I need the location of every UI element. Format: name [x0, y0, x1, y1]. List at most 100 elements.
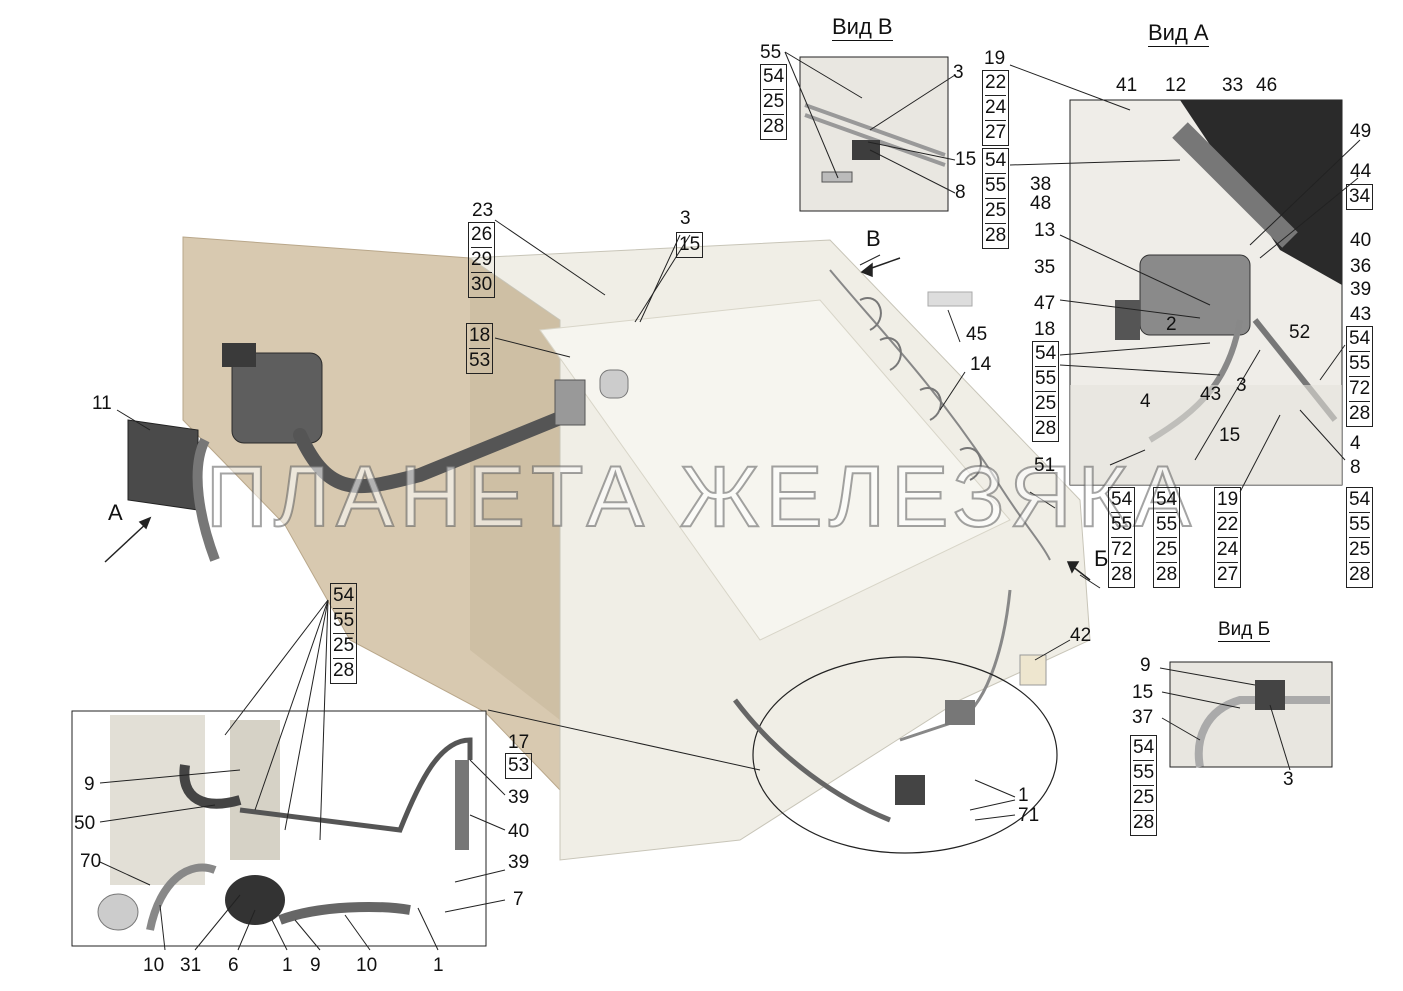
detail-tank	[110, 715, 205, 885]
label-39-detail: 39	[508, 787, 530, 808]
label-23: 23	[472, 200, 494, 221]
stack-item: 28	[985, 225, 1007, 246]
label-43: 43	[1350, 304, 1372, 325]
stack-vb-left: 54 25 28	[760, 64, 788, 140]
stack-item: 18	[469, 324, 491, 349]
stack-item: 72	[1111, 538, 1133, 563]
stack-item: 22	[1217, 513, 1239, 538]
label-37: 37	[1132, 707, 1154, 728]
label-9-bottom: 9	[310, 955, 321, 976]
view-arrows	[104, 257, 1091, 581]
label-3-vb2: 3	[1283, 769, 1294, 790]
flange	[554, 379, 586, 426]
label-31: 31	[180, 955, 202, 976]
stack-item: 55	[1156, 513, 1178, 538]
label-15-va: 15	[1219, 425, 1241, 446]
stack-item: 28	[1035, 418, 1057, 439]
stack-item: 25	[763, 90, 785, 115]
label-1: 1	[282, 955, 293, 976]
stack-item: 55	[333, 609, 355, 634]
label-2: 2	[1166, 314, 1177, 335]
stack-18: 18 53	[466, 323, 494, 374]
label-15: 15	[955, 149, 977, 170]
stack-item: 28	[1349, 403, 1371, 424]
label-10: 10	[143, 955, 165, 976]
stack-item: 54	[1111, 488, 1133, 513]
stack-item: 55	[985, 174, 1007, 199]
label-71: 71	[1018, 805, 1040, 826]
stack-item: 72	[1349, 377, 1371, 402]
stack-item: 29	[471, 248, 493, 273]
stack-item: 34	[1349, 186, 1371, 207]
label-49: 49	[1350, 121, 1372, 142]
stack-item: 25	[1133, 786, 1155, 811]
label-8-va: 8	[1350, 457, 1361, 478]
stack-15: 15	[676, 232, 704, 258]
label-40-detail: 40	[508, 821, 530, 842]
sticker	[927, 291, 973, 307]
leader-lines-main	[116, 219, 1101, 661]
view-b-bolt	[821, 171, 853, 183]
circle-pipe	[733, 698, 891, 823]
view-b-frame	[799, 56, 949, 212]
stack-item: 19	[1217, 488, 1239, 513]
stack-item: 28	[1156, 564, 1178, 585]
label-33: 33	[1222, 75, 1244, 96]
view-b2-frame	[1169, 661, 1333, 768]
label-48: 48	[1030, 193, 1052, 214]
stack-item: 54	[1349, 327, 1371, 352]
label-9-detail: 9	[84, 774, 95, 795]
stack-item: 28	[1111, 564, 1133, 585]
label-52: 52	[1289, 322, 1311, 343]
view-b-plate	[852, 140, 880, 160]
detail-bracket	[230, 720, 280, 860]
stack-item: 53	[508, 755, 530, 776]
stack-item: 53	[469, 350, 491, 371]
label-7: 7	[513, 889, 524, 910]
label-6: 6	[228, 955, 239, 976]
label-3: 3	[953, 62, 964, 83]
stack-item: 30	[471, 274, 493, 295]
stack-item: 54	[333, 584, 355, 609]
view-a-grille	[1115, 300, 1140, 340]
label-47: 47	[1034, 293, 1056, 314]
view-b-leaders	[784, 51, 956, 194]
stack-item: 55	[1349, 352, 1371, 377]
label-10-bottom: 10	[356, 955, 378, 976]
label-1-circle: 1	[1018, 785, 1029, 806]
label-42: 42	[1070, 625, 1092, 646]
circle-leaders	[969, 779, 1016, 821]
label-43-va: 43	[1200, 384, 1222, 405]
circle-link	[487, 709, 761, 771]
stack-va-54r: 54 55 72 28	[1346, 326, 1374, 427]
arrow-b-letter: Б	[1094, 546, 1109, 571]
label-4: 4	[1140, 391, 1151, 412]
watermark: ПЛАНЕТА ЖЕЛЕЗЯКА	[205, 448, 1198, 546]
stack-item: 28	[333, 660, 355, 681]
view-a-muffler	[1139, 254, 1251, 336]
stack-item: 22	[985, 71, 1007, 96]
stack-va-54: 54 55 25 28	[982, 148, 1010, 249]
stack-item: 54	[985, 149, 1007, 174]
stack-b4: 54 55 25 28	[1346, 487, 1374, 588]
detail-pump	[97, 893, 139, 931]
view-a-title: Вид А	[1148, 20, 1209, 47]
label-4-va: 4	[1350, 433, 1361, 454]
stack-b2: 54 55 25 28	[1153, 487, 1181, 588]
stack-va-34: 34	[1346, 184, 1374, 210]
view-a-dark-tube	[1180, 100, 1342, 285]
label-12: 12	[1165, 75, 1187, 96]
label-39-detail-2: 39	[508, 852, 530, 873]
stack-item: 55	[1133, 761, 1155, 786]
stack-item: 55	[1349, 513, 1371, 538]
stack-item: 26	[471, 223, 493, 248]
muffler-cap	[222, 343, 256, 367]
stack-item: 54	[1349, 488, 1371, 513]
label-15-vb2: 15	[1132, 682, 1154, 703]
view-b2-title: Вид Б	[1218, 619, 1271, 642]
stack-53: 53	[505, 753, 533, 779]
stack-va-mid: 54 55 25 28	[1032, 341, 1060, 442]
label-3-va: 3	[1236, 375, 1247, 396]
